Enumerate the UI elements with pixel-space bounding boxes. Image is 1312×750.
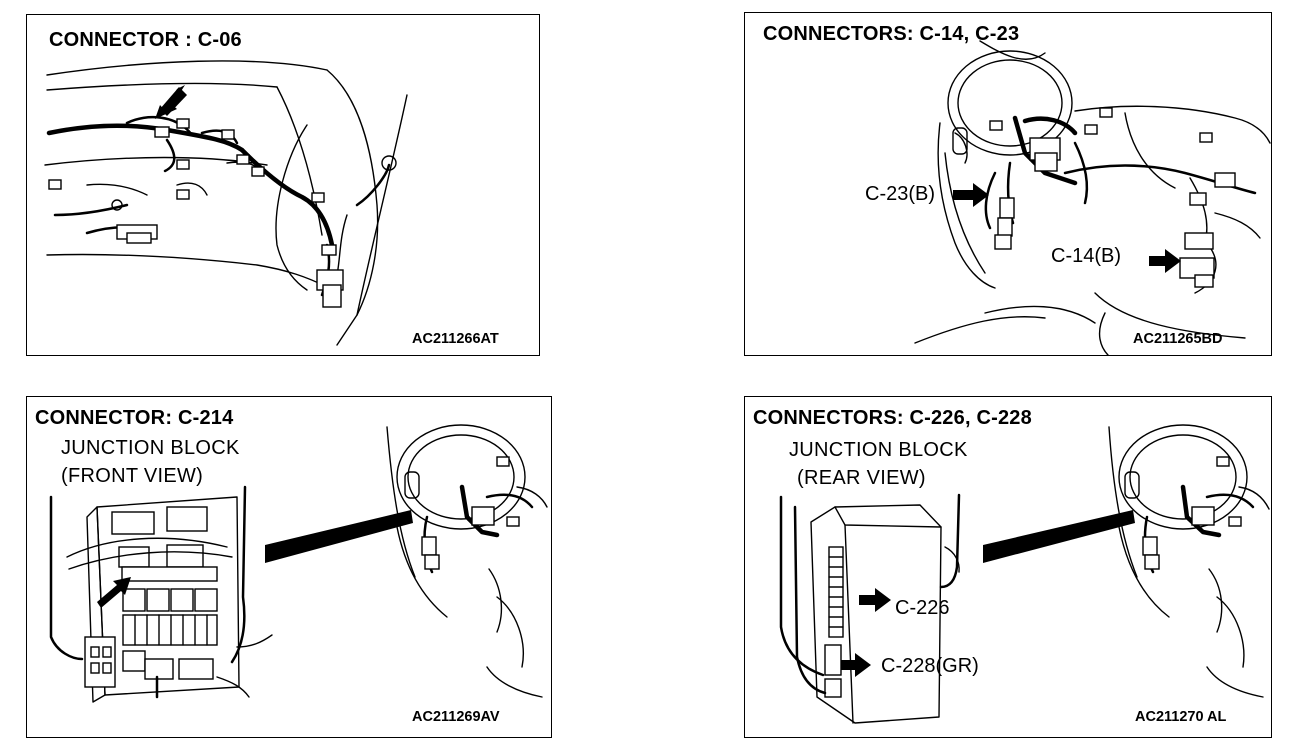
panel-title: CONNECTOR: C-214 bbox=[35, 407, 234, 429]
dashboard-harness-illustration-c06 bbox=[44, 60, 408, 346]
junction-block-label: JUNCTION BLOCK bbox=[789, 439, 968, 461]
panel-title: CONNECTORS: C-14, C-23 bbox=[763, 23, 1020, 45]
figure-code: AC211265BD bbox=[1133, 331, 1223, 347]
figure-code: AC211270 AL bbox=[1135, 709, 1227, 725]
connector-label-c14: C-14(B) bbox=[1051, 245, 1122, 267]
connector-label-c228: C-228(GR) bbox=[881, 655, 979, 677]
junction-block-view-label: (FRONT VIEW) bbox=[61, 465, 204, 487]
junction-block-view-label: (REAR VIEW) bbox=[797, 467, 926, 489]
junction-block-rear-illustration bbox=[779, 424, 1270, 724]
connector-label-c226: C-226 bbox=[895, 597, 950, 619]
figure-code: AC211269AV bbox=[412, 709, 500, 725]
panel-connectors-c226-c228: CONNECTORS: C-226, C-228 JUNCTION BLOCK … bbox=[744, 396, 1272, 738]
panel-connector-c214: CONNECTOR: C-214 JUNCTION BLOCK (FRONT V… bbox=[26, 396, 552, 738]
junction-block-label: JUNCTION BLOCK bbox=[61, 437, 240, 459]
panel-title: CONNECTOR : C-06 bbox=[49, 29, 242, 51]
connector-label-c23: C-23(B) bbox=[865, 183, 936, 205]
junction-block-front-illustration bbox=[49, 424, 548, 703]
panel-title: CONNECTORS: C-226, C-228 bbox=[753, 407, 1032, 429]
panel-connectors-c14-c23: CONNECTORS: C-14, C-23 C-23(B) C-14(B) A… bbox=[744, 12, 1272, 356]
dashboard-harness-illustration-c14-c23 bbox=[914, 40, 1271, 355]
panel-connector-c06: CONNECTOR : C-06 AC211266AT bbox=[26, 14, 540, 356]
figure-code: AC211266AT bbox=[412, 331, 499, 347]
